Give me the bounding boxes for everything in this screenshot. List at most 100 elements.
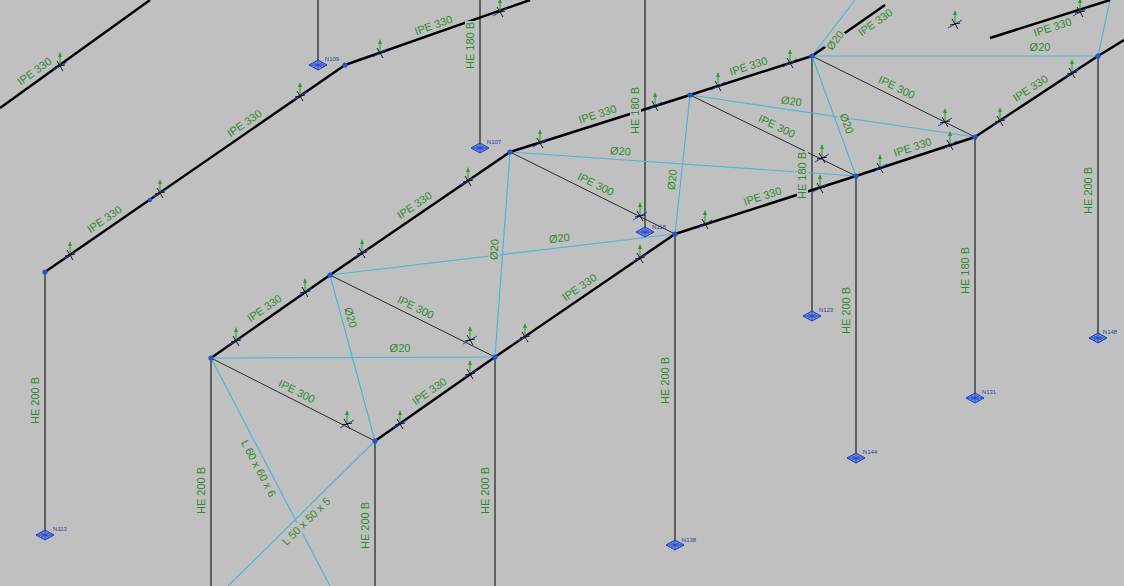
node-id: N144	[862, 449, 878, 455]
section-label: HE 200 B	[361, 500, 372, 549]
local-axis-symbol	[813, 174, 827, 193]
rafter	[45, 0, 530, 272]
section-label: HE 180 B	[631, 85, 642, 134]
section-label: IPE 300	[876, 74, 918, 102]
local-axis-symbol	[293, 82, 307, 101]
section-label: IPE 300	[575, 171, 617, 199]
joint-dot	[972, 134, 977, 139]
node-id: N113	[52, 526, 68, 532]
section-label: HE 200 B	[661, 355, 672, 404]
local-axis-symbol	[463, 360, 477, 379]
node-id: N118	[651, 224, 667, 230]
local-axis-symbol	[53, 0, 1087, 429]
section-label: Ø20	[779, 94, 803, 108]
section-label: Ø20	[824, 28, 847, 53]
local-axis-symbol	[1065, 59, 1079, 78]
support-symbol	[636, 227, 654, 237]
bracing-rod	[812, 0, 855, 56]
column	[675, 234, 676, 545]
node-id: N109	[324, 56, 340, 62]
section-label: L 60 x 60 x 6	[238, 437, 278, 499]
local-axis-symbol	[461, 167, 475, 186]
section-label: IPE 330	[245, 292, 285, 325]
bracing-rod	[211, 0, 1110, 586]
node-id: N138	[681, 537, 697, 543]
local-axis-symbol	[518, 323, 532, 342]
section-label: IPE 300	[395, 294, 437, 322]
local-axis-symbol	[711, 72, 725, 91]
section-label: HE 180 B	[961, 245, 972, 294]
section-label: IPE 330	[576, 103, 619, 126]
section-label: Ø20	[609, 145, 633, 158]
node-id: N148	[1102, 329, 1118, 335]
local-axis-symbol	[633, 244, 647, 263]
local-axis-symbol	[943, 131, 957, 150]
bracing-rod	[812, 55, 1098, 56]
support-symbol	[847, 453, 865, 463]
section-label: IPE 330	[225, 107, 265, 139]
rafter	[211, 5, 885, 358]
section-label: IPE 330	[1011, 73, 1051, 105]
support-symbol	[803, 311, 821, 321]
bracing-rod	[675, 95, 690, 234]
bracing-rod	[1098, 0, 1110, 56]
joint-dot	[208, 355, 213, 360]
local-axis-symbol	[153, 179, 167, 198]
joint-dot	[1095, 53, 1100, 58]
local-axis-symbol	[373, 39, 387, 58]
column	[495, 357, 496, 586]
joint-dot	[507, 149, 512, 154]
local-axis-symbol	[873, 154, 887, 173]
purlin	[211, 358, 375, 441]
section-label: IPE 300	[276, 378, 318, 406]
local-axis-symbol	[229, 327, 243, 346]
purlin	[510, 152, 675, 234]
local-axis-symbol	[533, 129, 547, 148]
column	[645, 0, 646, 232]
local-axis-symbol	[393, 410, 407, 429]
local-axis-symbol	[63, 241, 77, 260]
node-id: N107	[486, 139, 502, 145]
bracing-rod	[812, 56, 856, 176]
local-axis-symbol	[938, 108, 952, 127]
local-axis-symbol	[53, 52, 67, 71]
section-label: Ø20	[488, 238, 501, 262]
local-axis-symbol	[463, 326, 477, 345]
joint-dot	[492, 354, 497, 359]
section-label: IPE 300	[756, 113, 798, 141]
support-symbol	[966, 393, 984, 403]
joint-dot	[342, 62, 347, 67]
rafter	[375, 40, 1124, 441]
local-axis-symbol	[993, 107, 1007, 126]
section-label: Ø20	[665, 167, 678, 191]
column	[211, 358, 212, 586]
section-label: Ø20	[837, 111, 855, 136]
section-label: IPE 330	[855, 6, 895, 39]
section-label: L 50 x 50 x 5	[279, 495, 333, 548]
purlin	[330, 275, 495, 357]
section-label: IPE 330	[85, 203, 125, 235]
column	[480, 0, 481, 148]
joint-dot	[42, 269, 47, 274]
support-symbol	[471, 143, 489, 153]
local-axis-symbol	[633, 202, 647, 221]
local-axis-symbol	[1073, 0, 1087, 17]
section-label: Ø20	[1029, 42, 1052, 53]
section-label: IPE 330	[891, 136, 934, 159]
section-label: IPE 330	[395, 189, 435, 221]
section-label: Ø20	[389, 343, 412, 354]
rafter	[0, 0, 1124, 441]
support-symbol	[36, 530, 54, 540]
section-label: Ø20	[547, 231, 571, 245]
local-axis-symbol	[340, 410, 354, 429]
local-axis-symbol	[698, 210, 712, 229]
local-axis-symbol	[948, 10, 962, 29]
joint-dot	[687, 92, 692, 97]
joint-dot	[853, 173, 858, 178]
bracing-rod	[690, 95, 975, 137]
support-symbol	[666, 540, 684, 550]
bracing-rod	[330, 275, 375, 441]
section-label: IPE 330	[727, 55, 770, 78]
joint-dot	[148, 198, 152, 202]
